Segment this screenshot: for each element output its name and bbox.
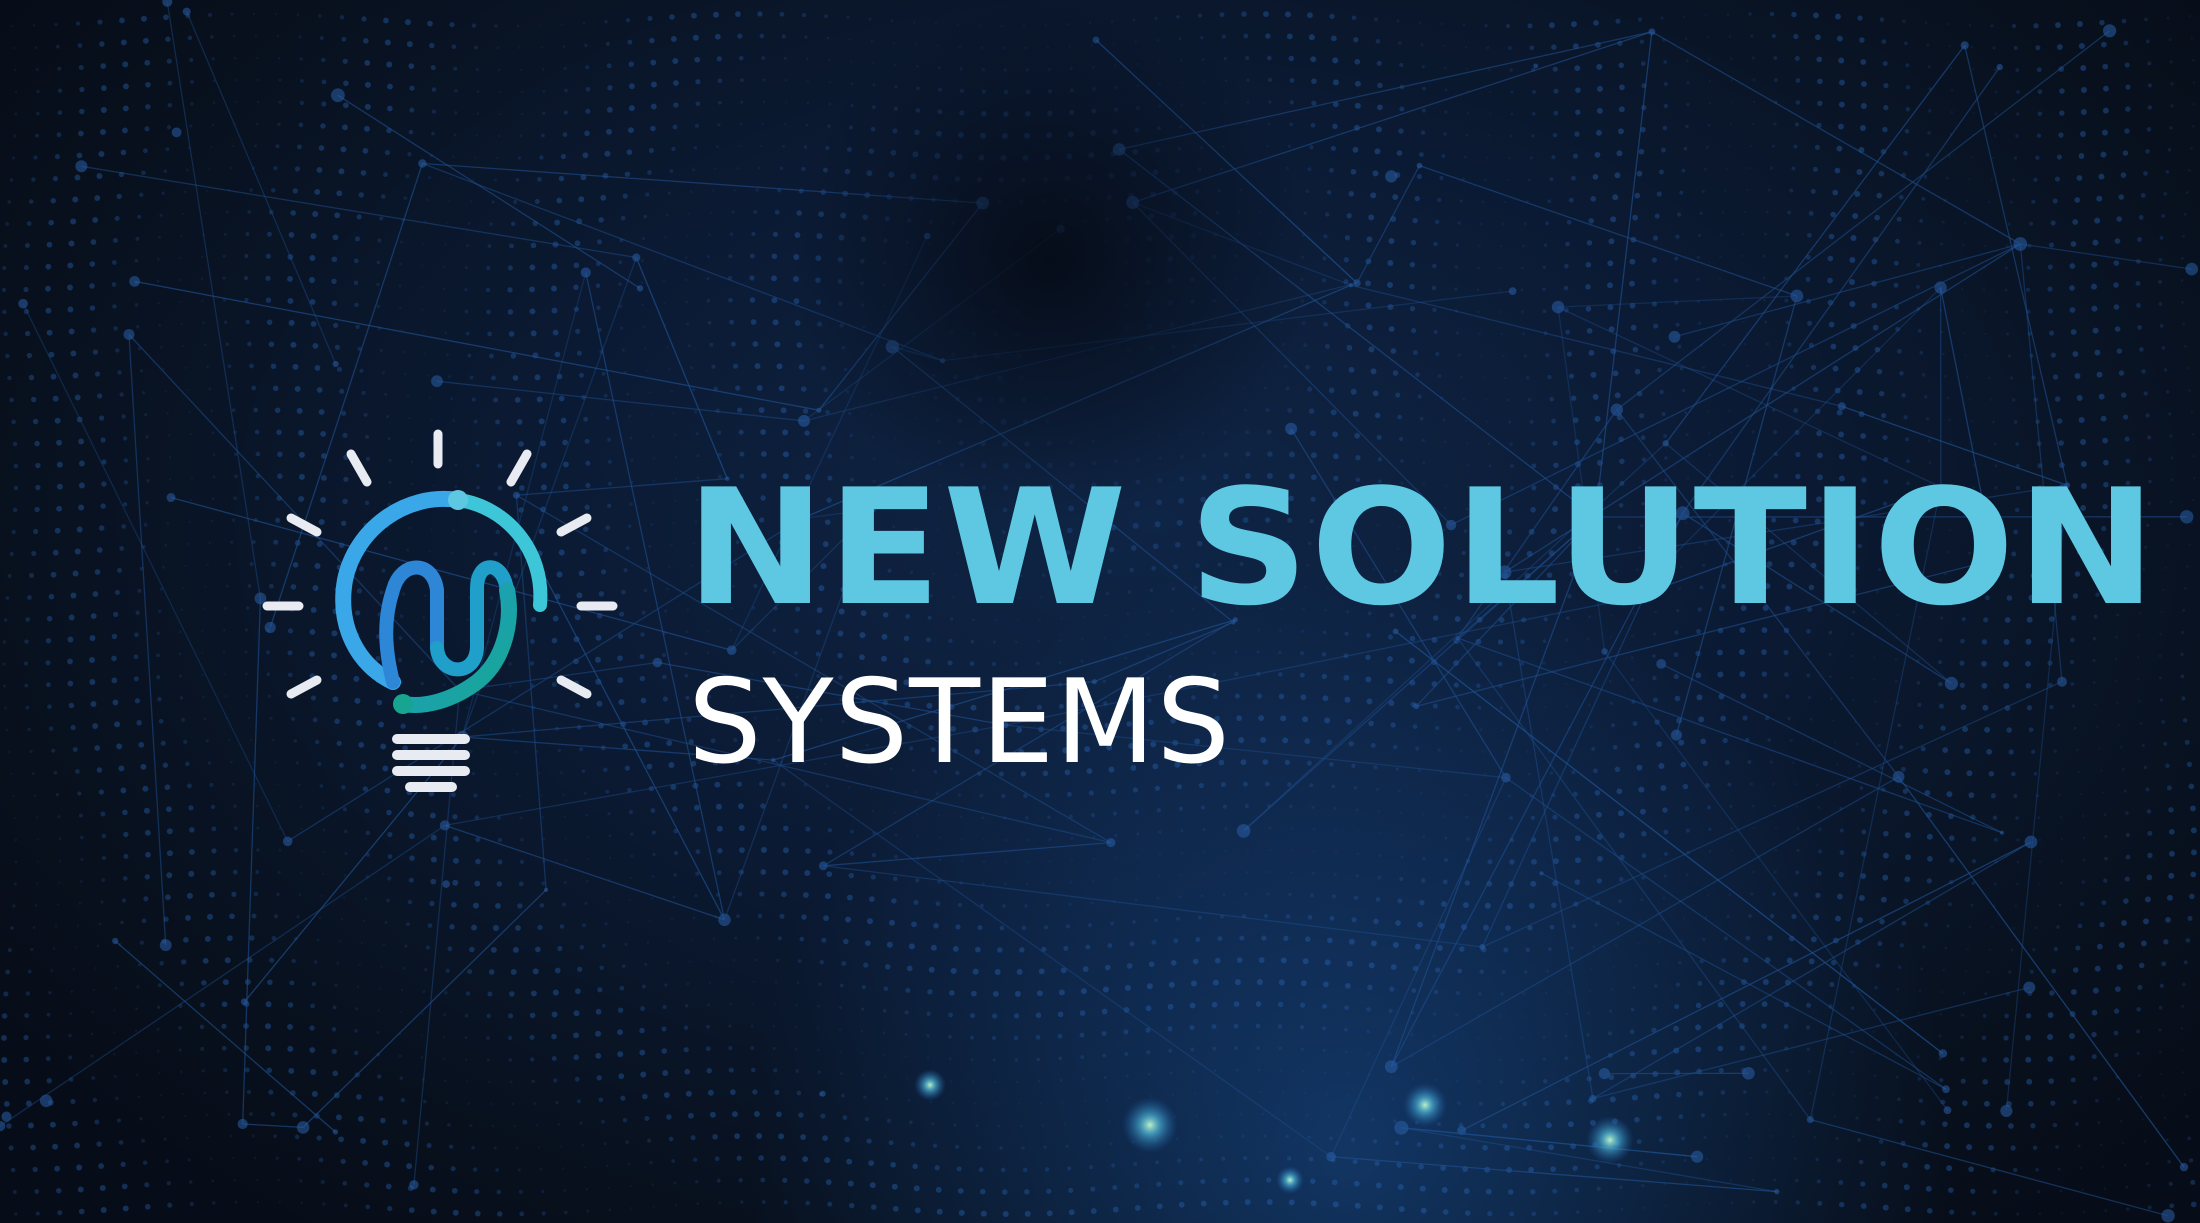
network-background <box>0 0 2200 1223</box>
banner: NEW SOLUTION SYSTEMS <box>0 0 2200 1223</box>
